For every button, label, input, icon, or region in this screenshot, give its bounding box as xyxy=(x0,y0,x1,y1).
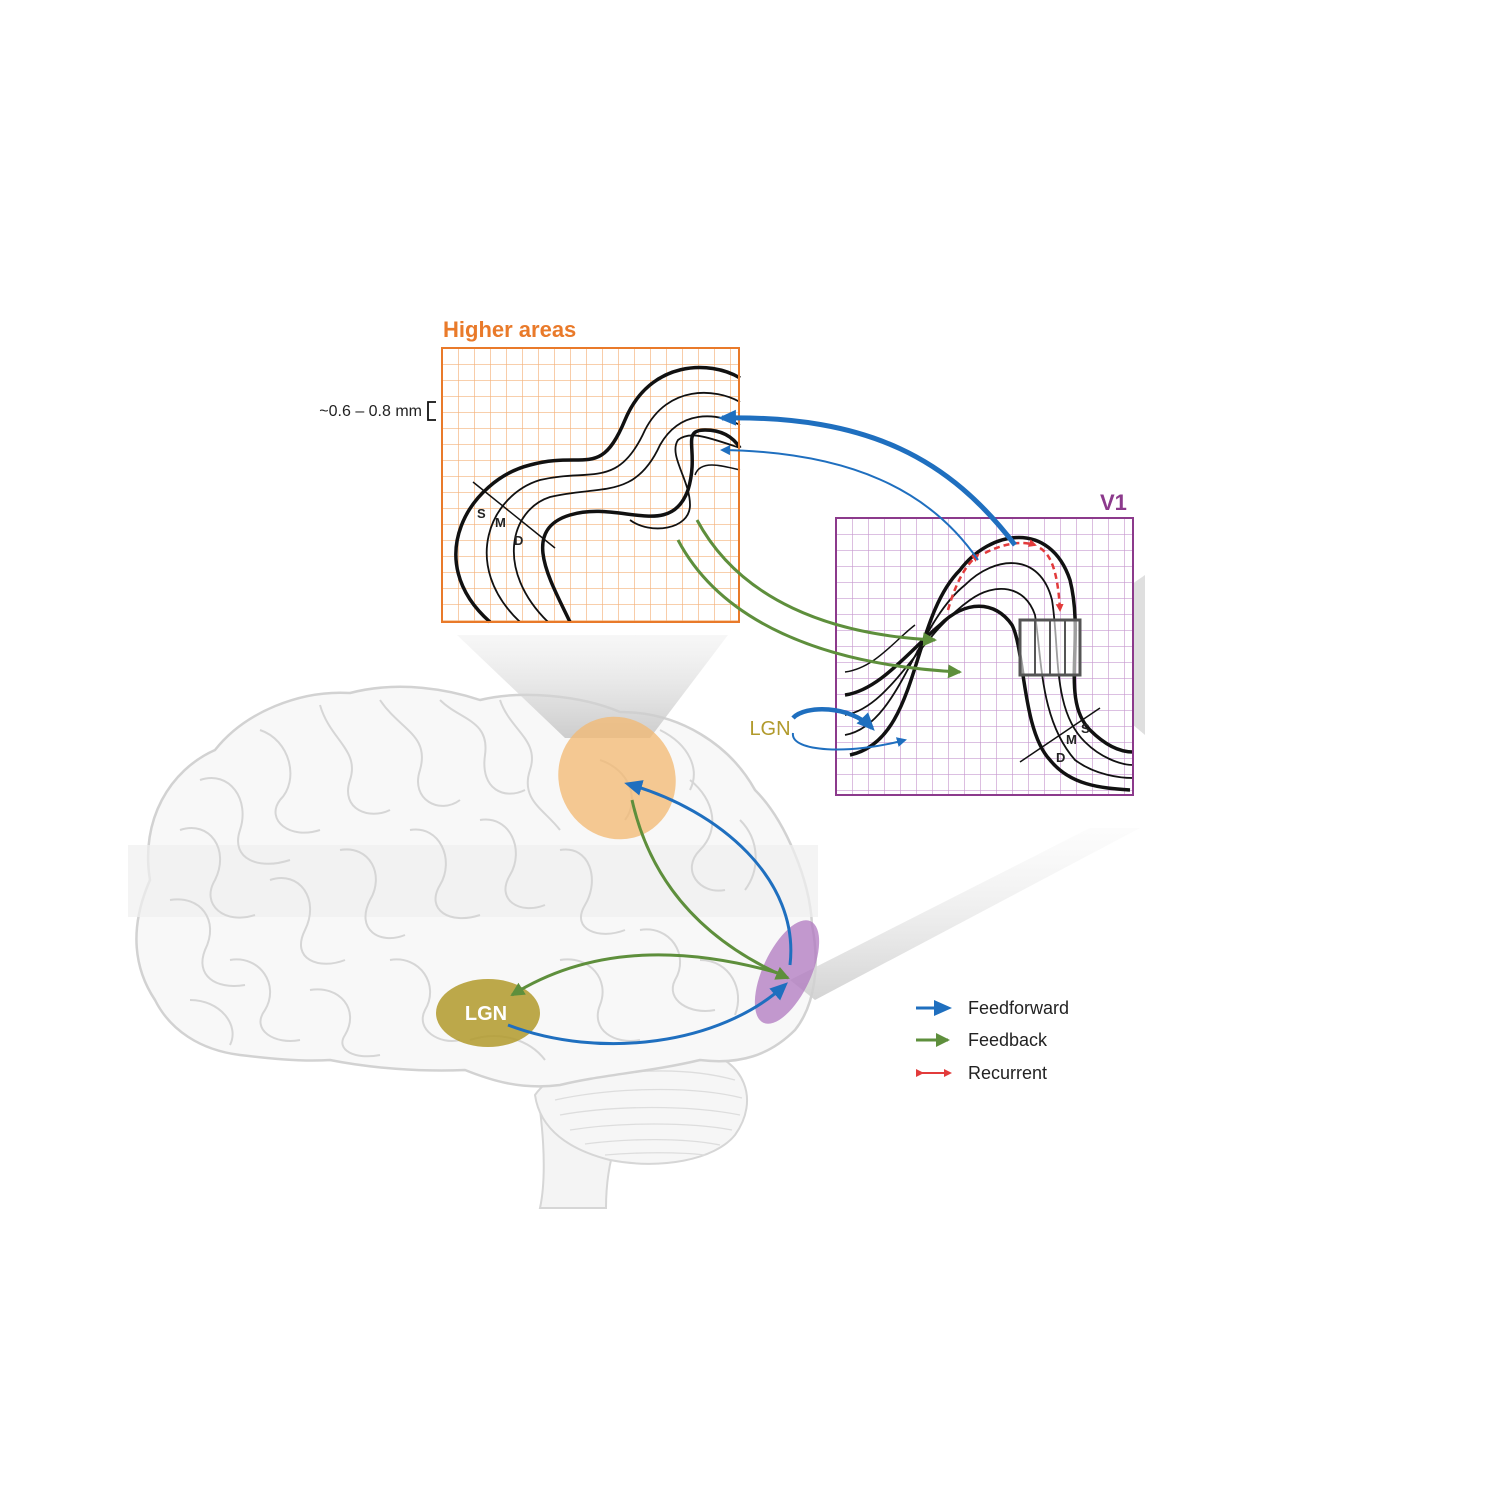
gyri-pattern xyxy=(169,699,757,1061)
higher-areas-panel: S M D xyxy=(441,347,742,624)
feedforward-lgn-to-v1-thick-arrow xyxy=(791,707,875,731)
feedback-higher-to-v1-upper-arrow xyxy=(695,519,937,647)
recurrent-arrows xyxy=(946,539,1064,612)
v1-layer-s: S xyxy=(1081,721,1090,736)
higher-areas-zoom-funnel xyxy=(457,635,728,738)
scale-bracket xyxy=(427,401,436,421)
feedforward-v1-to-higher-arrow xyxy=(624,780,793,966)
scale-label: ~0.6 – 0.8 mm xyxy=(319,403,422,420)
legend-item-feedback: Feedback xyxy=(916,1030,1048,1050)
higher-layer-d: D xyxy=(514,533,523,548)
v1-title: V1 xyxy=(1100,490,1127,515)
v1-panel: S M D xyxy=(835,517,1134,796)
legend-item-feedforward: Feedforward xyxy=(916,998,1069,1018)
brain-pathway-arrows xyxy=(507,780,793,1046)
higher-layer-s: S xyxy=(477,506,486,521)
legend-item-recurrent: Recurrent xyxy=(916,1063,1047,1083)
feedforward-lgn-to-v1-thin-arrow xyxy=(791,732,907,751)
feedback-v1-to-lgn-arrow xyxy=(510,953,786,997)
v1-cortex-folds xyxy=(844,535,1134,792)
v1-layer-marker-line xyxy=(1019,707,1101,763)
v1-layer-d: D xyxy=(1056,750,1065,765)
higher-areas-cortex-folds xyxy=(454,365,742,624)
legend-label-feedback: Feedback xyxy=(968,1030,1048,1050)
feedback-higher-to-v1-lower-arrow xyxy=(676,539,962,679)
higher-areas-title: Higher areas xyxy=(443,317,576,342)
v1-frame xyxy=(835,517,1134,796)
legend-label-feedforward: Feedforward xyxy=(968,998,1069,1018)
feedforward-v1-to-higher-thick-arrow xyxy=(718,409,1017,547)
higher-areas-region xyxy=(558,716,676,840)
higher-layer-m: M xyxy=(495,515,506,530)
feedforward-lgn-to-v1-arrow xyxy=(507,982,788,1046)
v1-layer-m: M xyxy=(1066,732,1077,747)
v1-column-box xyxy=(1018,618,1082,677)
v1-zoom-funnel xyxy=(790,828,1140,1000)
feedback-higher-to-v1-arrow xyxy=(630,799,790,980)
higher-areas-frame xyxy=(441,347,740,623)
brain-illustration xyxy=(128,685,818,1209)
legend-label-recurrent: Recurrent xyxy=(968,1063,1047,1083)
lgn-outer-label: LGN xyxy=(749,718,790,740)
feedforward-v1-to-higher-thin-arrow xyxy=(720,445,979,561)
higher-layer-marker-line xyxy=(472,481,556,549)
lgn-inner-label: LGN xyxy=(465,1003,507,1025)
panel-pathway-arrows xyxy=(676,409,1017,751)
legend: Feedforward Feedback Recurrent xyxy=(916,998,1069,1083)
